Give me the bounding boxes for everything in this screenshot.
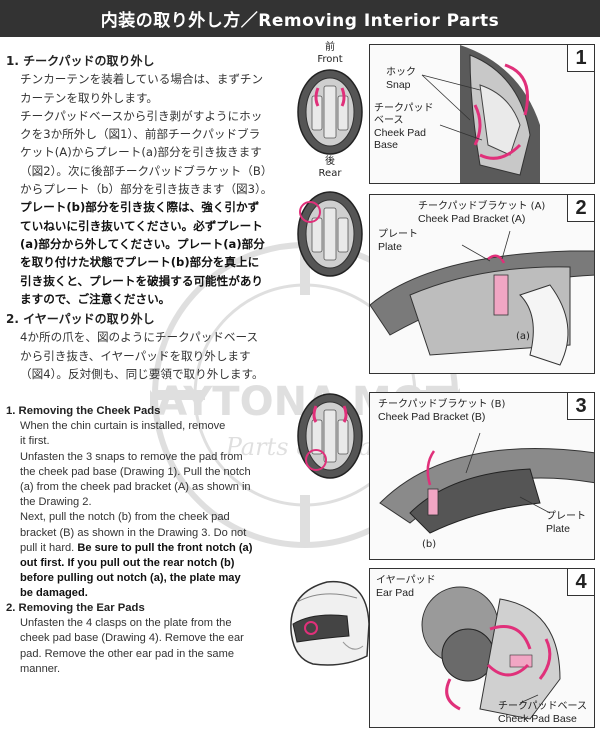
jp-s2-line: から引き抜き、イヤーパッドを取り外します — [20, 348, 251, 363]
panel-number: 1 — [567, 45, 594, 72]
ear-pad-label-jp: イヤーパッド — [376, 575, 436, 586]
snap-label: ホック Snap — [386, 67, 416, 91]
page-title: 内装の取り外し方／Removing Interior Parts — [100, 11, 500, 31]
base-label-jp: チークパッドベース — [498, 701, 587, 712]
notch-a-label: (a) — [516, 331, 530, 342]
front-label-jp: 前 — [325, 42, 335, 53]
drawing-panel-1: 1 ホック Snap チークパッド ベース Cheek Pad Base — [369, 44, 595, 184]
jp-s1-line: チンカーテンを装着している場合は、まずチン — [20, 72, 264, 87]
bracket-b-label-jp: チークパッドブラケット (B) — [378, 399, 506, 410]
front-label-en: Front — [317, 54, 343, 65]
en-s1-warning: before pulling out notch (a), the plate … — [20, 572, 241, 585]
plate-label-3: プレート Plate — [546, 511, 586, 535]
jp-section-1-heading: 1. チークパッドの取り外し — [6, 54, 155, 68]
cheek-pad-base-label-4: チークパッドベース Cheek Pad Base — [498, 701, 587, 725]
base-label-jp: ベース — [374, 115, 404, 126]
snap-label-jp: ホック — [386, 67, 416, 78]
ear-pad-label: イヤーパッド Ear Pad — [376, 575, 436, 599]
drawing-panel-3: 3 チークパッドブラケット (B) Cheek Pad Bracket (B) … — [369, 392, 595, 560]
helmet-top-view-3 — [297, 393, 363, 479]
base-label-en: Base — [374, 139, 398, 151]
en-section-1-heading: 1. Removing the Cheek Pads — [6, 405, 161, 417]
plate-label-jp: プレート — [546, 511, 586, 522]
panel-number: 3 — [567, 393, 594, 420]
rear-label-jp: 後 — [325, 156, 335, 167]
en-s1-line: it first. — [20, 435, 50, 448]
en-s1-line: the cheek pad base (Drawing 1). Pull the… — [20, 465, 251, 478]
snap-label-en: Snap — [386, 79, 411, 91]
en-s2-line: cheek pad base (Drawing 4). Remove the e… — [20, 632, 244, 645]
jp-s1-line: ケット(A)からプレート(a)部分を引き抜きます — [20, 145, 262, 160]
en-s1-line: Unfasten the 3 snaps to remove the pad f… — [20, 450, 243, 463]
jp-s1-warning: ていねいに引き抜いてください。必ずプレート — [20, 218, 263, 233]
ear-pad-label-en: Ear Pad — [376, 587, 414, 599]
drawing-1-illustration — [421, 45, 540, 183]
en-s1-line: the Drawing 2. — [20, 496, 92, 509]
helmet-side-view — [290, 580, 370, 666]
bracket-b-label: チークパッドブラケット (B) Cheek Pad Bracket (B) — [378, 399, 505, 423]
en-s1-line: (a) from the cheek pad bracket (A) as sh… — [20, 481, 251, 494]
drawing-3-illustration — [379, 432, 594, 534]
jp-s2-line: （図4）。反対側も、同じ要領で取り外します。 — [20, 366, 264, 381]
en-s1-line: bracket (B) as shown in the Drawing 3. D… — [20, 526, 247, 539]
plate-label-en: Plate — [378, 241, 402, 253]
bracket-a-label: チークパッドブラケット (A) Cheek Pad Bracket (A) — [418, 201, 545, 225]
front-label: 前 Front — [300, 42, 360, 66]
en-section-1: 1. Removing the Cheek Pads When the chin… — [6, 404, 280, 602]
en-section-2-heading: 2. Removing the Ear Pads — [6, 602, 145, 614]
plate-label-jp: プレート — [378, 229, 418, 240]
drawing-panel-4: 4 イヤーパッド Ear Pad チークパッドベース Cheek Pad Bas… — [369, 568, 595, 728]
jp-s1-line: からプレート（b）部分を引き抜きます（図3）。 — [20, 182, 273, 197]
en-s1-warning: out first. If you pull out the rear notc… — [20, 557, 235, 570]
jp-s1-line: チークパッドベースから引き剥がすようにホッ — [20, 108, 263, 123]
jp-s1-line: （図2）。次に後部チークパッドブラケット（B） — [20, 163, 273, 178]
rear-label-en: Rear — [318, 168, 342, 179]
en-s1-warning: Be sure to pull the front notch (a) — [77, 541, 253, 554]
jp-s1-line: カーテンを取り外します。 — [20, 90, 158, 105]
plate-label-2: プレート Plate — [378, 229, 418, 253]
en-s2-line: manner. — [20, 662, 61, 675]
notch-b-label: (b) — [422, 539, 437, 550]
en-s1-line: When the chin curtain is installed, remo… — [20, 420, 226, 433]
cheek-pad-base-label-1: チークパッド ベース Cheek Pad Base — [374, 103, 434, 151]
base-label-en: Cheek Pad — [374, 127, 426, 139]
jp-s1-warning: を取り付けた状態でプレート(b)部分を真上に — [20, 255, 260, 270]
base-label-en: Cheek Pad Base — [498, 713, 577, 725]
panel-number: 4 — [567, 569, 594, 596]
plate-label-en: Plate — [546, 523, 570, 535]
jp-s2-line: 4か所の爪を、図のようにチークパッドベース — [20, 330, 259, 345]
jp-s1-warning: ますので、ご注意ください。 — [20, 291, 171, 306]
jp-s1-warning: プレート(b)部分を引き抜く際は、強く引かず — [20, 200, 260, 215]
jp-s1-line: クを3か所外し（図1）、前部チークパッドブラ — [20, 127, 261, 142]
jp-s1-warning: 引き抜くと、プレートを破損する可能性があり — [20, 273, 264, 288]
en-s1-warning: be damaged. — [20, 587, 88, 600]
bracket-a-label-jp: チークパッドブラケット (A) — [418, 201, 546, 212]
base-label-jp: チークパッド — [374, 103, 434, 114]
en-s2-line: pad. Remove the other ear pad in the sam… — [20, 647, 234, 660]
jp-section-1: 1. チークパッドの取り外し チンカーテンを装着している場合は、まずチン カーテ… — [6, 52, 288, 308]
helmet-top-view-1 — [297, 69, 363, 155]
jp-s1-warning: (a)部分から外してください。プレート(a)部分 — [20, 236, 265, 251]
drawing-2-illustration — [370, 230, 594, 366]
en-s1-line: pull it hard. — [20, 541, 75, 554]
rear-label: 後 Rear — [300, 156, 360, 180]
jp-section-2: 2. イヤーパッドの取り外し 4か所の爪を、図のようにチークパッドベース から引… — [6, 310, 288, 383]
drawing-panel-2: 2 チークパッドブラケット (A) Cheek Pad Bracket (A) … — [369, 194, 595, 374]
helmet-top-view-2 — [297, 191, 363, 277]
panel-number: 2 — [567, 195, 594, 222]
page-header: 内装の取り外し方／Removing Interior Parts — [0, 0, 600, 37]
en-s1-line: Next, pull the notch (b) from the cheek … — [20, 511, 230, 524]
bracket-a-label-en: Cheek Pad Bracket (A) — [418, 213, 526, 225]
bracket-b-label-en: Cheek Pad Bracket (B) — [378, 411, 486, 423]
drawing-4-illustration — [421, 586, 561, 720]
en-section-2: 2. Removing the Ear Pads Unfasten the 4 … — [6, 601, 280, 677]
en-s2-line: Unfasten the 4 clasps on the plate from … — [20, 617, 232, 630]
jp-section-2-heading: 2. イヤーパッドの取り外し — [6, 312, 155, 326]
